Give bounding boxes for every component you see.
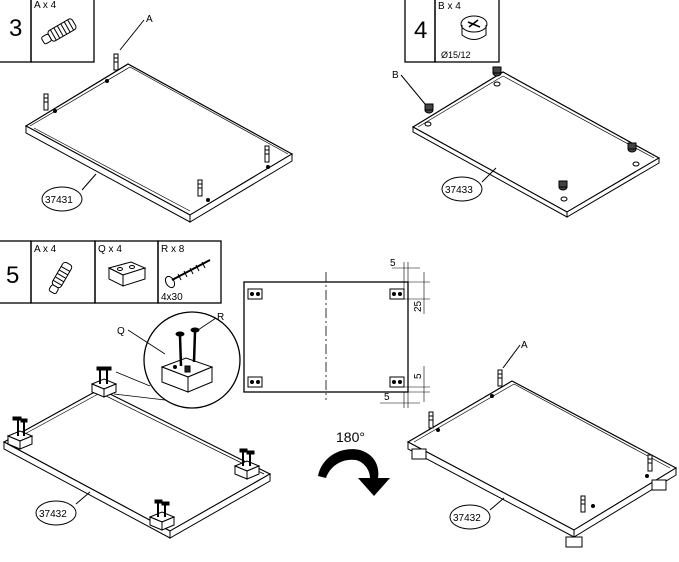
dowel-marker [647, 454, 653, 472]
dowel-marker [580, 495, 586, 513]
step3-part-label: A x 4 [34, 0, 57, 11]
dowel-marker [428, 411, 434, 429]
step5-part-q-label: Q x 4 [98, 244, 122, 255]
cam-lock-marker [558, 180, 568, 191]
cam-lock-marker [627, 142, 637, 153]
cam-lock-icon [460, 15, 488, 40]
step4-panel: B 37433 [392, 66, 661, 218]
panel-code-badge [441, 176, 483, 202]
corner-block [233, 448, 261, 480]
block-marker [247, 376, 263, 388]
step5-header: 5 A x 4 Q x 4 R x 8 4x30 [0, 240, 222, 304]
step3-panel: A 37431 [24, 14, 294, 223]
step3-panel-code: 37431 [45, 195, 73, 206]
step5-part-r-size: 4x30 [161, 292, 183, 303]
step5-number: 5 [6, 262, 19, 289]
step3-callout-a: A [146, 14, 153, 25]
step4-part-size: Ø15/12 [441, 50, 471, 60]
dimension-label: 5 [384, 392, 390, 403]
step5b-panel-code: 37432 [453, 513, 481, 524]
step5-callout-r: R [217, 312, 224, 323]
panel-code-badge [41, 186, 83, 212]
cam-lock-marker [424, 103, 434, 114]
corner-block [6, 416, 34, 450]
step5-callout-q: Q [117, 326, 125, 337]
dowel-marker [43, 93, 49, 111]
dimension-label: 5 [390, 258, 396, 269]
screw-icon [164, 259, 211, 289]
step4-header: 4 B x 4 Ø15/12 [404, 0, 500, 63]
step5-panel: Q R 37432 [2, 311, 272, 539]
panel-code-badge [449, 504, 491, 530]
step5-panel-code: 37432 [39, 509, 67, 520]
step5b-panel: A 37432 [406, 340, 678, 548]
step3-header: 3 A x 4 [0, 0, 95, 63]
rotate-arrow-icon: 180° [318, 429, 390, 496]
cam-lock-marker [492, 66, 502, 77]
block-marker [247, 288, 263, 300]
dimension-label: 25 [413, 300, 424, 312]
rotate-label: 180° [336, 429, 365, 445]
detail-block [160, 327, 214, 393]
step4-number: 4 [414, 17, 427, 44]
step4-panel-code: 37433 [445, 185, 473, 196]
dowel-marker [113, 53, 119, 71]
block-marker [389, 376, 405, 388]
corner-block [90, 366, 118, 398]
dowel-marker [264, 145, 270, 163]
dowel-marker [497, 369, 503, 387]
corner-block [148, 499, 176, 531]
placement-diagram: 5 25 5 5 [243, 258, 430, 408]
block-marker [389, 288, 405, 300]
panel-code-badge [35, 500, 77, 526]
corner-block-icon [107, 261, 147, 287]
step5-part-a-label: A x 4 [34, 244, 57, 255]
step5b-callout-a: A [521, 340, 528, 351]
dimension-label: 5 [413, 373, 424, 379]
step4-part-label: B x 4 [438, 1, 461, 12]
step3-number: 3 [9, 15, 22, 42]
step4-callout-b: B [392, 70, 399, 81]
step5-part-r-label: R x 8 [161, 244, 185, 255]
dowel-marker [197, 179, 203, 197]
dowel-icon [48, 261, 73, 295]
dowel-icon [41, 18, 77, 45]
